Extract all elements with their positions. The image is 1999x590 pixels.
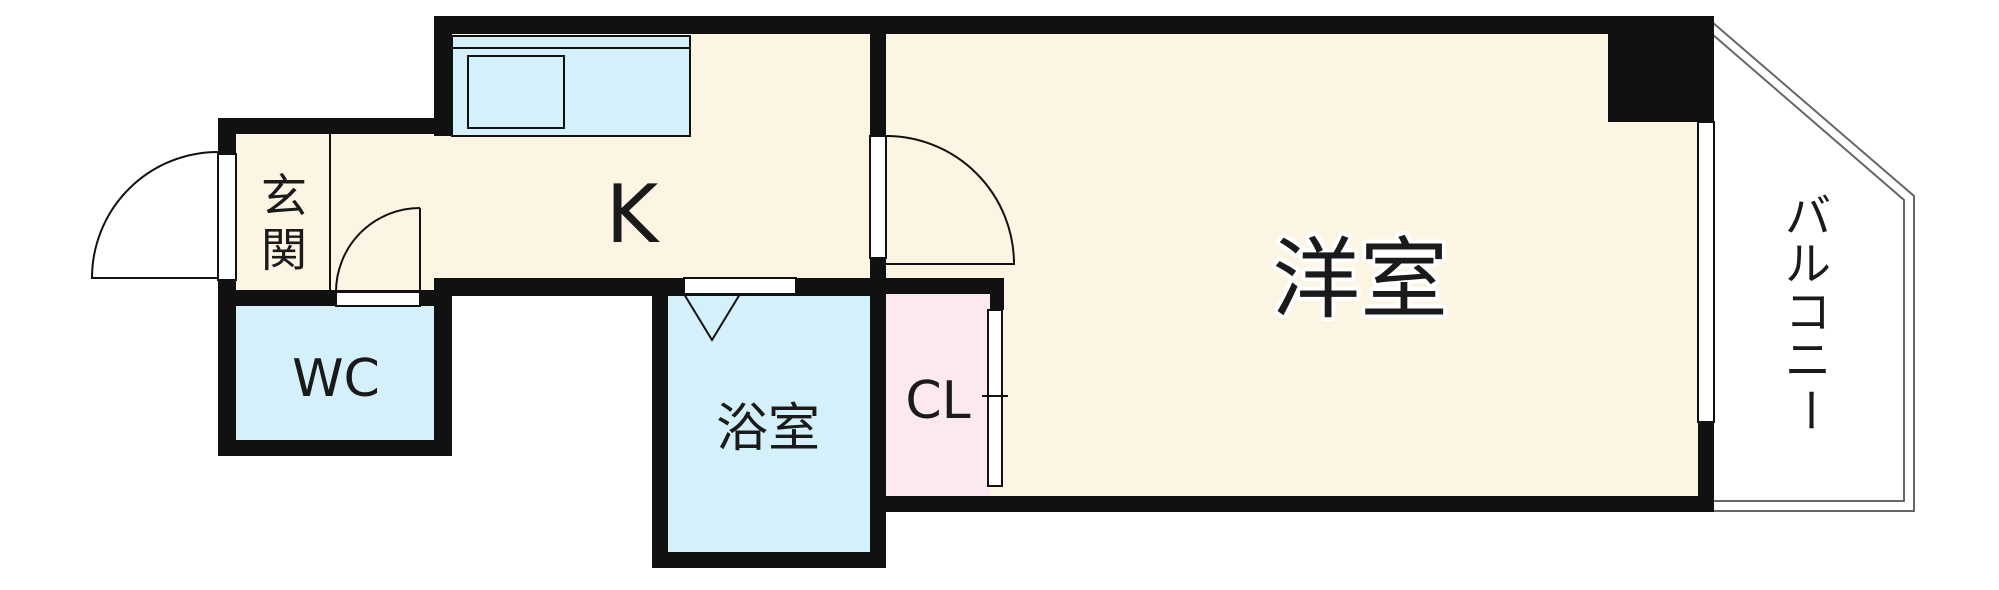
bathroom-floor xyxy=(654,294,874,561)
balcony-label-1: バ xyxy=(1785,189,1831,243)
entrance-door-frame xyxy=(217,153,237,281)
balcony-label-2: ル xyxy=(1785,237,1831,291)
floors xyxy=(222,22,1712,561)
wall-toilet-right xyxy=(434,290,452,456)
labels: 洋室 K 玄 関 WC 浴室 CL バ ル コ ニ ー xyxy=(261,168,1837,459)
wall-closet-top xyxy=(874,278,1004,294)
wall-top-room xyxy=(874,16,1712,34)
wall-bath-bottom xyxy=(652,552,886,568)
wall-entrance-left xyxy=(218,118,236,154)
wall-mid-upper xyxy=(870,16,886,136)
closet-floor xyxy=(874,294,990,502)
balcony-label-4: ニ xyxy=(1785,333,1831,387)
kitchen-label: K xyxy=(606,168,661,261)
toilet-door-swing xyxy=(335,207,421,293)
bath-door-fold xyxy=(683,293,741,342)
entrance-door-swing xyxy=(90,151,219,279)
wall-mid-lower xyxy=(870,258,886,568)
western-room-label: 洋室 xyxy=(1272,228,1448,331)
room-door-frame xyxy=(869,135,887,259)
counter xyxy=(451,35,691,137)
closet-door xyxy=(987,309,1003,487)
closet-label: CL xyxy=(905,371,970,431)
room-door-swing xyxy=(885,135,1016,265)
balcony-label-3: コ xyxy=(1785,285,1831,339)
wall-toilet-bottom xyxy=(218,440,452,456)
toilet-label: WC xyxy=(292,349,380,409)
bath-door-frame xyxy=(683,277,797,295)
toilet-door-frame xyxy=(335,291,421,307)
wall-room-bottom xyxy=(874,496,1712,512)
wall-top-kitchen xyxy=(434,16,874,34)
wall-room-right-lower xyxy=(1698,422,1714,512)
wall-closet-right xyxy=(990,278,1004,310)
wall-entrance-top xyxy=(218,118,452,134)
wall-entrance-left-lower xyxy=(218,280,236,456)
sink xyxy=(467,55,565,129)
wall-bath-left xyxy=(652,290,668,568)
toilet-floor xyxy=(222,294,442,446)
structural-column xyxy=(1608,16,1714,122)
door-swings xyxy=(90,134,1016,342)
wall-kitchen-left-upper xyxy=(434,16,452,136)
entrance-label-top: 玄 xyxy=(261,169,307,223)
balcony-label-5: ー xyxy=(1783,387,1837,433)
balcony-window xyxy=(1697,121,1715,423)
bathroom-label: 浴室 xyxy=(716,399,820,459)
entrance-label-bottom: 関 xyxy=(261,223,307,277)
